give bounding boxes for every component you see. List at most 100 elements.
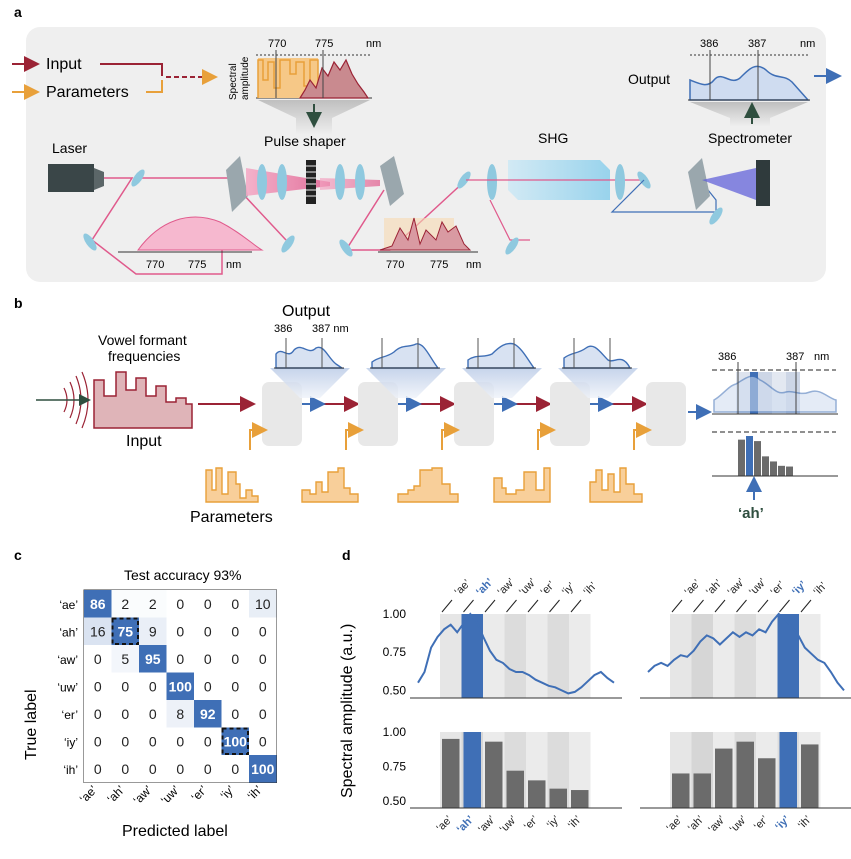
d-top-label: ‘iy’ <box>790 579 809 598</box>
mid-spectrum <box>379 217 472 251</box>
d-top-tick <box>757 599 769 613</box>
cm-cell <box>166 645 194 673</box>
cm-value: 0 <box>204 733 212 749</box>
laser-tick-775: 775 <box>188 259 206 271</box>
laser-box <box>48 164 94 192</box>
cm-value: 0 <box>231 678 239 694</box>
stage-funnel <box>558 368 638 398</box>
shg-label: SHG <box>538 130 568 146</box>
cm-cell <box>194 700 222 728</box>
cm-cell <box>111 755 139 783</box>
cm-value: 0 <box>231 706 239 722</box>
cm-value: 0 <box>176 761 184 777</box>
d-top-label: ‘ae’ <box>682 578 703 599</box>
stage-params-curve <box>589 467 643 503</box>
stage-output-curve <box>563 345 632 369</box>
spectrometer-detector <box>756 160 770 206</box>
cm-col-label: ‘iy’ <box>218 783 238 803</box>
stage-params-mask <box>205 467 259 503</box>
cm-cell <box>84 672 112 700</box>
cm-cell <box>194 590 222 618</box>
cm-cell <box>166 617 194 645</box>
grating-1 <box>226 156 248 212</box>
c-title: Test accuracy 93% <box>124 567 242 583</box>
stage-params-curve <box>397 467 459 503</box>
shaper-unit: nm <box>366 38 381 50</box>
d-top-band <box>777 614 799 698</box>
cm-cell <box>221 590 249 618</box>
shg-lens-2 <box>615 164 625 200</box>
processing-stages <box>205 338 686 503</box>
d-bar <box>571 790 589 808</box>
output-label: Output <box>628 71 670 87</box>
d-top-ytick: 0.50 <box>383 683 407 697</box>
d-bar <box>801 744 819 808</box>
spectrometer-grating <box>688 158 710 210</box>
cm-value: 0 <box>204 678 212 694</box>
cm-value: 0 <box>121 761 129 777</box>
b-right-tick-386: 386 <box>718 351 736 363</box>
d-top-label: ‘ih’ <box>581 580 599 598</box>
cm-cell <box>166 590 194 618</box>
d-bar <box>672 773 690 808</box>
b-out-tick-386: 386 <box>274 323 292 335</box>
mid-tick-775: 775 <box>430 259 448 271</box>
shaper-lens-2 <box>277 164 287 200</box>
d-bottom-ytick: 0.50 <box>383 794 407 808</box>
params-line <box>146 80 163 93</box>
stage-output-curve <box>275 346 345 369</box>
cm-value: 0 <box>259 651 267 667</box>
cm-cell <box>166 755 194 783</box>
b-readout-bar <box>786 466 793 476</box>
d-bottom-label: ‘aw’ <box>706 814 728 836</box>
cm-cell <box>111 672 139 700</box>
d-bottom-label: ‘ih’ <box>796 814 814 832</box>
mid-unit: nm <box>466 259 481 271</box>
b-readout-bar <box>762 456 769 476</box>
stage-output-curve <box>371 343 440 369</box>
d-top-label: ‘ah’ <box>704 578 725 599</box>
shaper-spectrum <box>298 58 370 99</box>
laser-tick-770: 770 <box>146 259 164 271</box>
stage-param-arrow <box>249 422 268 450</box>
cm-cell <box>249 700 277 728</box>
mirror-3 <box>281 235 295 253</box>
cm-value: 0 <box>259 733 267 749</box>
cm-cell <box>249 672 277 700</box>
d-top-ytick: 1.00 <box>383 607 407 621</box>
cm-cell <box>221 672 249 700</box>
b-right-spectrum <box>713 375 837 413</box>
pulse-shaper-label: Pulse shaper <box>264 133 346 149</box>
b-out-tick-387: 387 nm <box>312 323 349 335</box>
cm-row-label: ‘iy’ <box>64 735 78 749</box>
d-top-label: ‘uw’ <box>517 576 539 598</box>
stage-output-spectrum <box>466 338 536 369</box>
d-bottom-label: ‘iy’ <box>545 814 563 832</box>
shaper-beam-out <box>320 178 380 190</box>
d-top-tick <box>800 599 812 613</box>
cm-value: 100 <box>169 678 193 694</box>
d-top-tick <box>484 599 496 613</box>
cm-value: 0 <box>259 706 267 722</box>
mid-tick-770: 770 <box>386 259 404 271</box>
cm-col-label: ‘uw’ <box>158 783 183 808</box>
d-top-band <box>526 614 548 698</box>
cm-value: 0 <box>231 596 239 612</box>
cm-cell <box>139 700 167 728</box>
shaper-lens-3 <box>335 164 345 200</box>
cm-value: 0 <box>121 706 129 722</box>
out-unit: nm <box>800 38 815 50</box>
cm-col-label: ‘er’ <box>188 783 210 805</box>
laser-label: Laser <box>52 140 87 156</box>
cm-value: 0 <box>149 678 157 694</box>
d-top-label: ‘er’ <box>768 579 787 598</box>
cm-cell <box>139 645 167 673</box>
d-bar <box>758 758 776 808</box>
b-readout-bars <box>738 436 793 476</box>
b-params-label: Parameters <box>190 509 273 526</box>
cm-cell <box>111 590 139 618</box>
cm-highlight-cell <box>221 727 249 755</box>
cm-cell <box>84 755 112 783</box>
cm-value: 0 <box>204 623 212 639</box>
